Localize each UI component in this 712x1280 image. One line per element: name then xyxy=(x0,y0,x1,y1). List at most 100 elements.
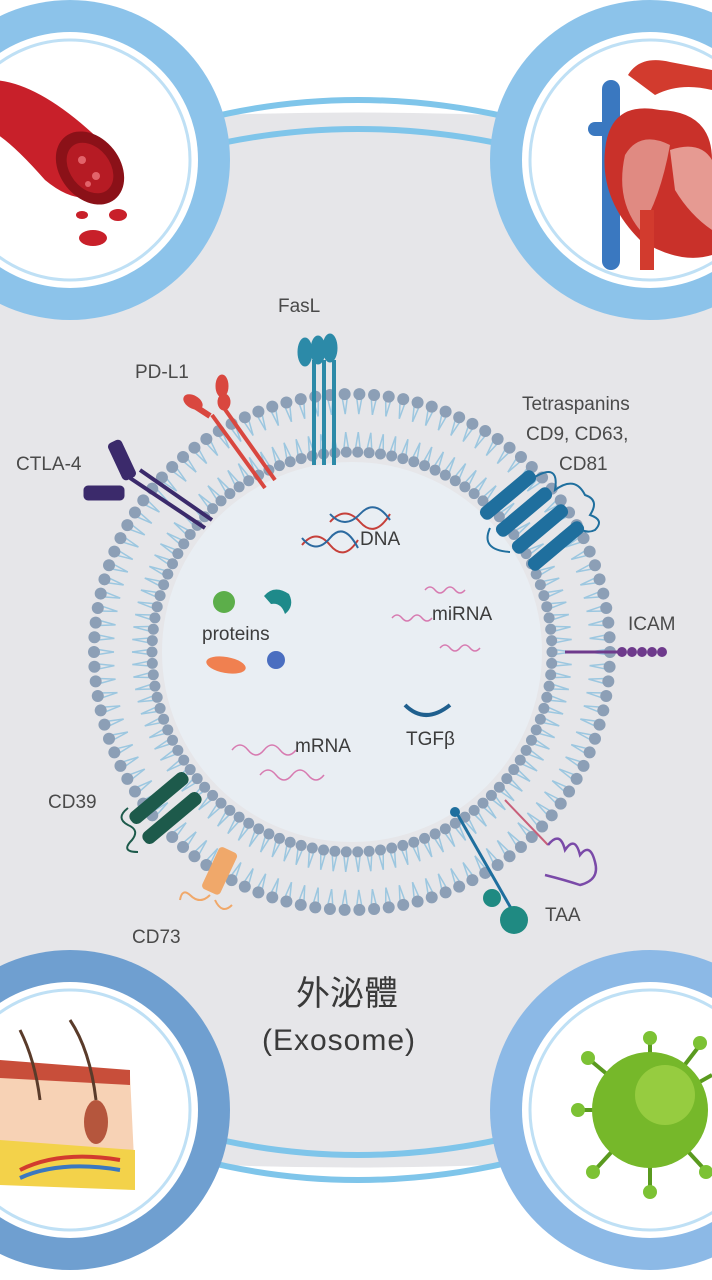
lipid-head xyxy=(419,832,431,844)
lipid-head xyxy=(449,475,461,487)
lipid-head xyxy=(238,880,251,893)
lipid-head xyxy=(453,411,466,424)
title-chinese: 外泌體 xyxy=(296,974,398,1014)
lipid-head xyxy=(466,874,479,887)
lipid-head xyxy=(295,839,307,851)
lipid-head xyxy=(263,828,275,840)
lipid-head xyxy=(91,689,104,702)
lipid-head xyxy=(477,495,489,507)
lipid-head xyxy=(397,898,410,911)
taa-protein xyxy=(450,799,598,934)
lipid-head xyxy=(508,764,520,776)
title-english: (Exosome) xyxy=(262,1024,416,1057)
lipid-head xyxy=(238,411,251,424)
lipid-head xyxy=(449,817,461,829)
mirna-strands xyxy=(391,586,481,652)
lipid-head xyxy=(459,481,471,493)
lipid-head xyxy=(128,506,141,519)
lipid-head xyxy=(503,441,516,454)
lipid-head xyxy=(408,456,420,468)
lipid-head xyxy=(352,846,364,858)
lipid-head xyxy=(224,804,236,816)
lipid-head xyxy=(554,494,567,507)
lipid-head xyxy=(363,447,375,459)
lipid-head xyxy=(525,831,538,844)
lipid-head xyxy=(386,450,398,462)
lipid-head xyxy=(233,811,245,823)
lipid-head xyxy=(603,631,616,644)
skin-icon xyxy=(0,950,230,1270)
lipid-head xyxy=(294,898,307,911)
lipid-head xyxy=(600,602,613,615)
lipid-head xyxy=(88,646,100,658)
lipid-head xyxy=(323,903,336,916)
lipid-head xyxy=(252,886,265,899)
lipid-head xyxy=(541,691,553,703)
lipid-head xyxy=(88,631,101,644)
lipid-head xyxy=(466,417,479,430)
lipid-head xyxy=(225,874,238,887)
lipid-head xyxy=(538,702,550,714)
lipid-head xyxy=(583,545,596,558)
lipid-head xyxy=(501,773,513,785)
lipid-head xyxy=(374,448,386,460)
lipid-head xyxy=(541,601,553,613)
lipid-head xyxy=(546,657,558,669)
lipid-head xyxy=(154,702,166,714)
heart-icon xyxy=(490,0,712,320)
tetraspanins-label: Tetraspanins xyxy=(522,394,630,415)
lipid-head xyxy=(491,858,504,871)
lipid-head xyxy=(353,903,366,916)
lipid-head xyxy=(520,744,532,756)
lipid-head xyxy=(397,393,410,406)
pd-l1-protein xyxy=(183,374,277,490)
lipid-head xyxy=(408,836,420,848)
lipid-head xyxy=(233,481,245,493)
tgfb-cargo xyxy=(403,703,452,717)
lipid-head xyxy=(425,891,438,904)
pd-l1-label: PD-L1 xyxy=(135,362,189,383)
lipid-head xyxy=(146,657,158,669)
proteins-cargo xyxy=(206,589,292,674)
fasl-protein xyxy=(297,333,338,465)
lipid-head xyxy=(386,842,398,854)
lipid-head xyxy=(525,460,538,473)
lipid-head xyxy=(397,453,409,465)
tetraspanins-label-line3: CD81 xyxy=(559,454,608,475)
lipid-head xyxy=(538,590,550,602)
lipid-head xyxy=(162,568,174,580)
lipid-head xyxy=(545,809,558,822)
lipid-head xyxy=(588,732,601,745)
lipid-head xyxy=(266,891,279,904)
lipid-head xyxy=(94,587,107,600)
lipid-head xyxy=(306,842,318,854)
lipid-head xyxy=(273,460,285,472)
lipid-head xyxy=(207,503,219,515)
lipid-head xyxy=(485,789,497,801)
lipid-head xyxy=(493,511,505,523)
tetraspanins-protein xyxy=(479,470,600,571)
lipid-head xyxy=(224,488,236,500)
lipid-head xyxy=(98,573,111,586)
lipid-head xyxy=(534,713,546,725)
lipid-head xyxy=(103,559,116,572)
icam-protein xyxy=(565,647,667,657)
lipid-head xyxy=(477,797,489,809)
lipid-head xyxy=(545,623,557,635)
lipid-head xyxy=(199,781,211,793)
lipid-head xyxy=(597,587,610,600)
lipid-head xyxy=(191,773,203,785)
ctla-4-label: CTLA-4 xyxy=(16,454,82,475)
lipid-head xyxy=(479,425,492,438)
connector-rings xyxy=(199,97,521,1183)
lipid-head xyxy=(149,680,161,692)
lipid-head xyxy=(397,839,409,851)
lipid-head xyxy=(91,602,104,615)
lipid-head xyxy=(280,396,293,409)
lipid-head xyxy=(162,724,174,736)
lipid-head xyxy=(167,734,179,746)
lipid-head xyxy=(121,772,134,785)
lipid-head xyxy=(184,528,196,540)
lipid-head xyxy=(215,797,227,809)
